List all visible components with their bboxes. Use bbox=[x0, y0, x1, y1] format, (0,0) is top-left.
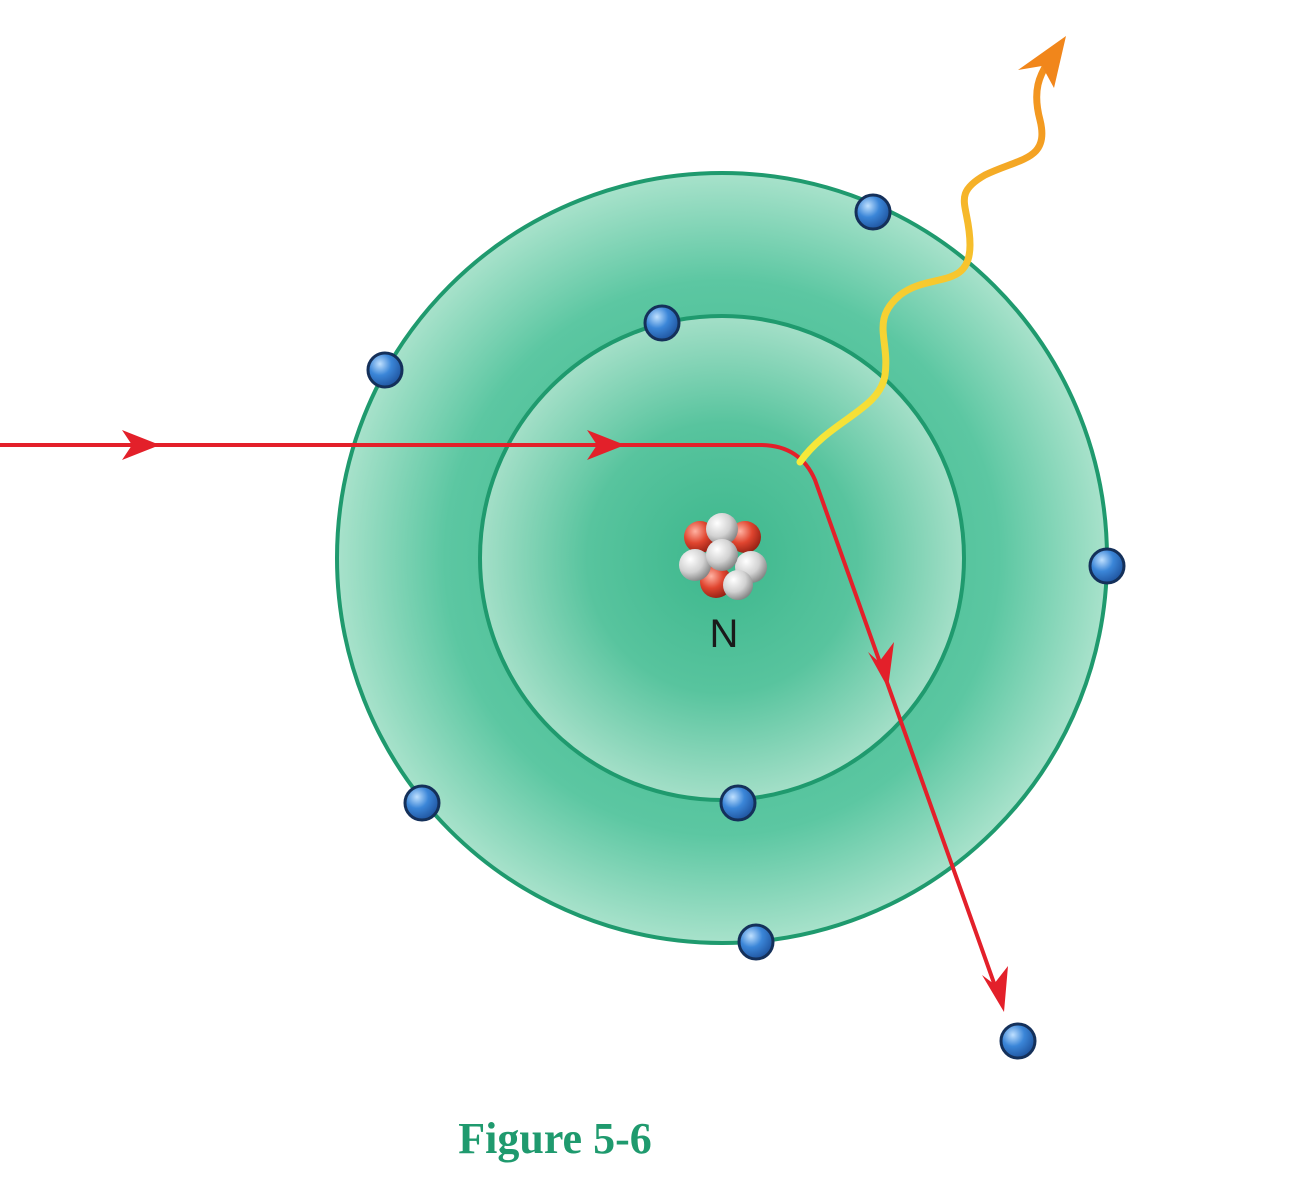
electron-outer-shell bbox=[1088, 547, 1126, 585]
photon-wave bbox=[796, 36, 1066, 466]
arrow-head-4 bbox=[982, 966, 1008, 1012]
electron-outer-shell bbox=[403, 784, 441, 822]
neutron bbox=[706, 513, 738, 545]
free-electron bbox=[999, 1022, 1037, 1060]
neutron bbox=[679, 549, 711, 581]
electron-outer-shell bbox=[366, 351, 404, 389]
electrons bbox=[366, 193, 1126, 1060]
electron-inner-shell bbox=[643, 304, 681, 342]
arrow-head-3 bbox=[868, 642, 894, 688]
electron-trajectory bbox=[0, 443, 1002, 1001]
photon-arrow-head bbox=[1018, 36, 1066, 88]
arrow-head-1 bbox=[122, 430, 160, 460]
nucleus: N bbox=[679, 513, 767, 656]
electron-inner-shell bbox=[719, 784, 757, 822]
incident-electron-path bbox=[0, 430, 1008, 1012]
neutron bbox=[706, 539, 738, 571]
electron-outer-shell bbox=[737, 923, 775, 961]
figure-caption: Figure 5-6 bbox=[458, 1114, 652, 1163]
arrow-head-2 bbox=[587, 430, 625, 460]
photon-path bbox=[796, 58, 1052, 466]
electron-outer-shell bbox=[854, 193, 892, 231]
neutron bbox=[723, 570, 753, 600]
nucleus-label: N bbox=[710, 612, 739, 656]
